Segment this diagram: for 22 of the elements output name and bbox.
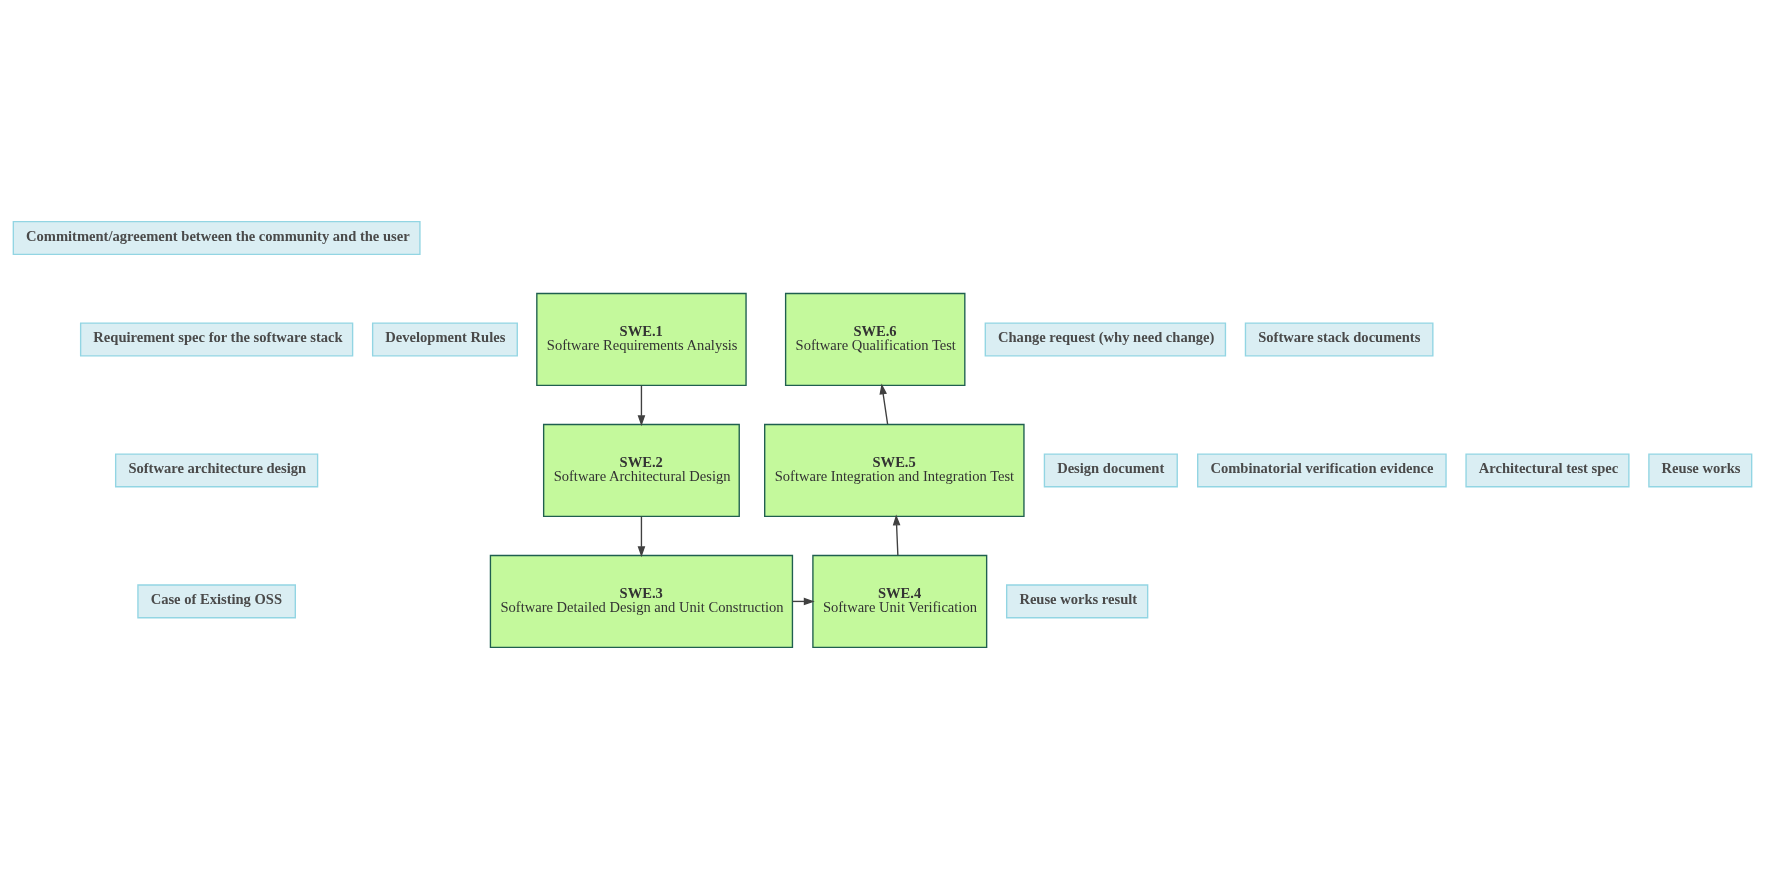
node-box: SWE.6 Software Qualification Test [784, 292, 966, 387]
node-box: Development Rules [371, 322, 518, 357]
arrow [637, 515, 646, 558]
node-box: Design document [1043, 453, 1178, 488]
node-box: SWE.3 Software Detailed Design and Unit Construction [489, 554, 794, 649]
arrow [637, 384, 646, 427]
arrow [879, 383, 889, 425]
arrow [892, 514, 901, 556]
node-box: Change request (why need change) [984, 322, 1227, 357]
node-box: SWE.2 Software Architectural Design [542, 423, 740, 518]
node-box: Case of Existing OSS [137, 584, 296, 619]
node-box: Software architecture design [114, 453, 319, 488]
node-box: SWE.5 Software Integration and Integration Test [764, 423, 1025, 518]
node-box: SWE.1 Software Requirements Analysis [536, 292, 747, 387]
node-box: Requirement spec for the software stack [79, 322, 354, 357]
node-box: Software stack documents [1244, 322, 1434, 357]
node-box: Commitment/agreement between the community and the user [12, 220, 421, 256]
node-box: SWE.4 Software Unit Verification [812, 554, 988, 649]
node-box: Reuse works [1648, 453, 1753, 488]
node-box: Architectural test spec [1465, 453, 1630, 488]
node-box: Reuse works result [1006, 584, 1149, 619]
node-box: Combinatorial verification evidence [1197, 453, 1447, 488]
